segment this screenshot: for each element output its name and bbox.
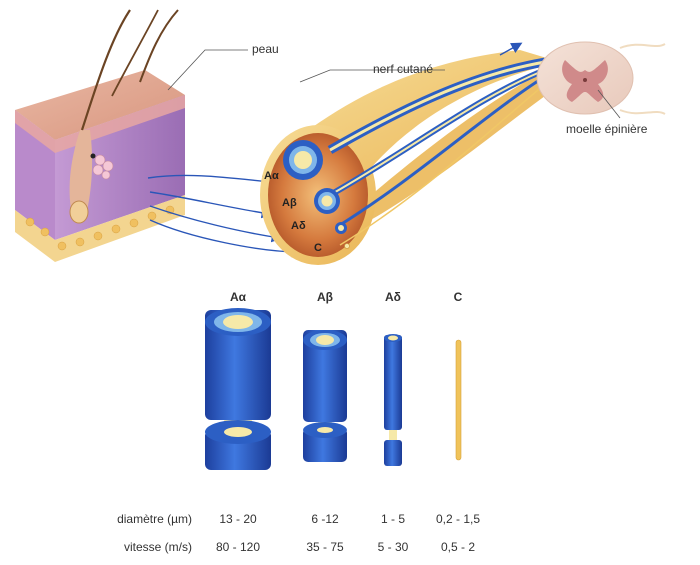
fiber-a-beta <box>303 330 347 462</box>
fiber-a-delta <box>384 334 402 466</box>
nerve-label-a-alpha: Aα <box>264 170 279 182</box>
spinal-cord <box>536 41 666 115</box>
nerve-label-c: C <box>314 242 322 254</box>
label-moelle-epiniere: moelle épinière <box>566 122 648 136</box>
column-heading-a-alpha: Aα <box>229 290 247 304</box>
leader-lines <box>167 49 621 119</box>
row-label-diametre: diamètre (µm) <box>117 512 192 526</box>
column-heading-c: C <box>453 290 463 304</box>
column-heading-a-beta: Aβ <box>317 290 333 304</box>
fiber-c <box>455 339 462 461</box>
vitesse-a-alpha: 80 - 120 <box>215 540 261 554</box>
vitesse-a-delta: 5 - 30 <box>377 540 409 554</box>
label-peau: peau <box>252 42 279 56</box>
row-label-vitesse: vitesse (m/s) <box>123 540 192 554</box>
vitesse-a-beta: 35 - 75 <box>306 540 344 554</box>
diametre-a-delta: 1 - 5 <box>380 512 405 526</box>
diametre-a-beta: 6 -12 <box>311 512 339 526</box>
nerve-label-a-delta: Aδ <box>291 220 306 232</box>
cutaneous-nerve <box>260 42 560 265</box>
column-heading-a-delta: Aδ <box>385 290 401 304</box>
skin-block <box>15 9 185 262</box>
fiber-a-alpha <box>205 308 271 470</box>
diametre-a-alpha: 13 - 20 <box>219 512 257 526</box>
nerve-label-a-beta: Aβ <box>282 197 297 209</box>
vitesse-c: 0,5 - 2 <box>440 540 476 554</box>
label-nerf-cutane: nerf cutané <box>373 62 434 76</box>
diametre-c: 0,2 - 1,5 <box>435 512 481 526</box>
